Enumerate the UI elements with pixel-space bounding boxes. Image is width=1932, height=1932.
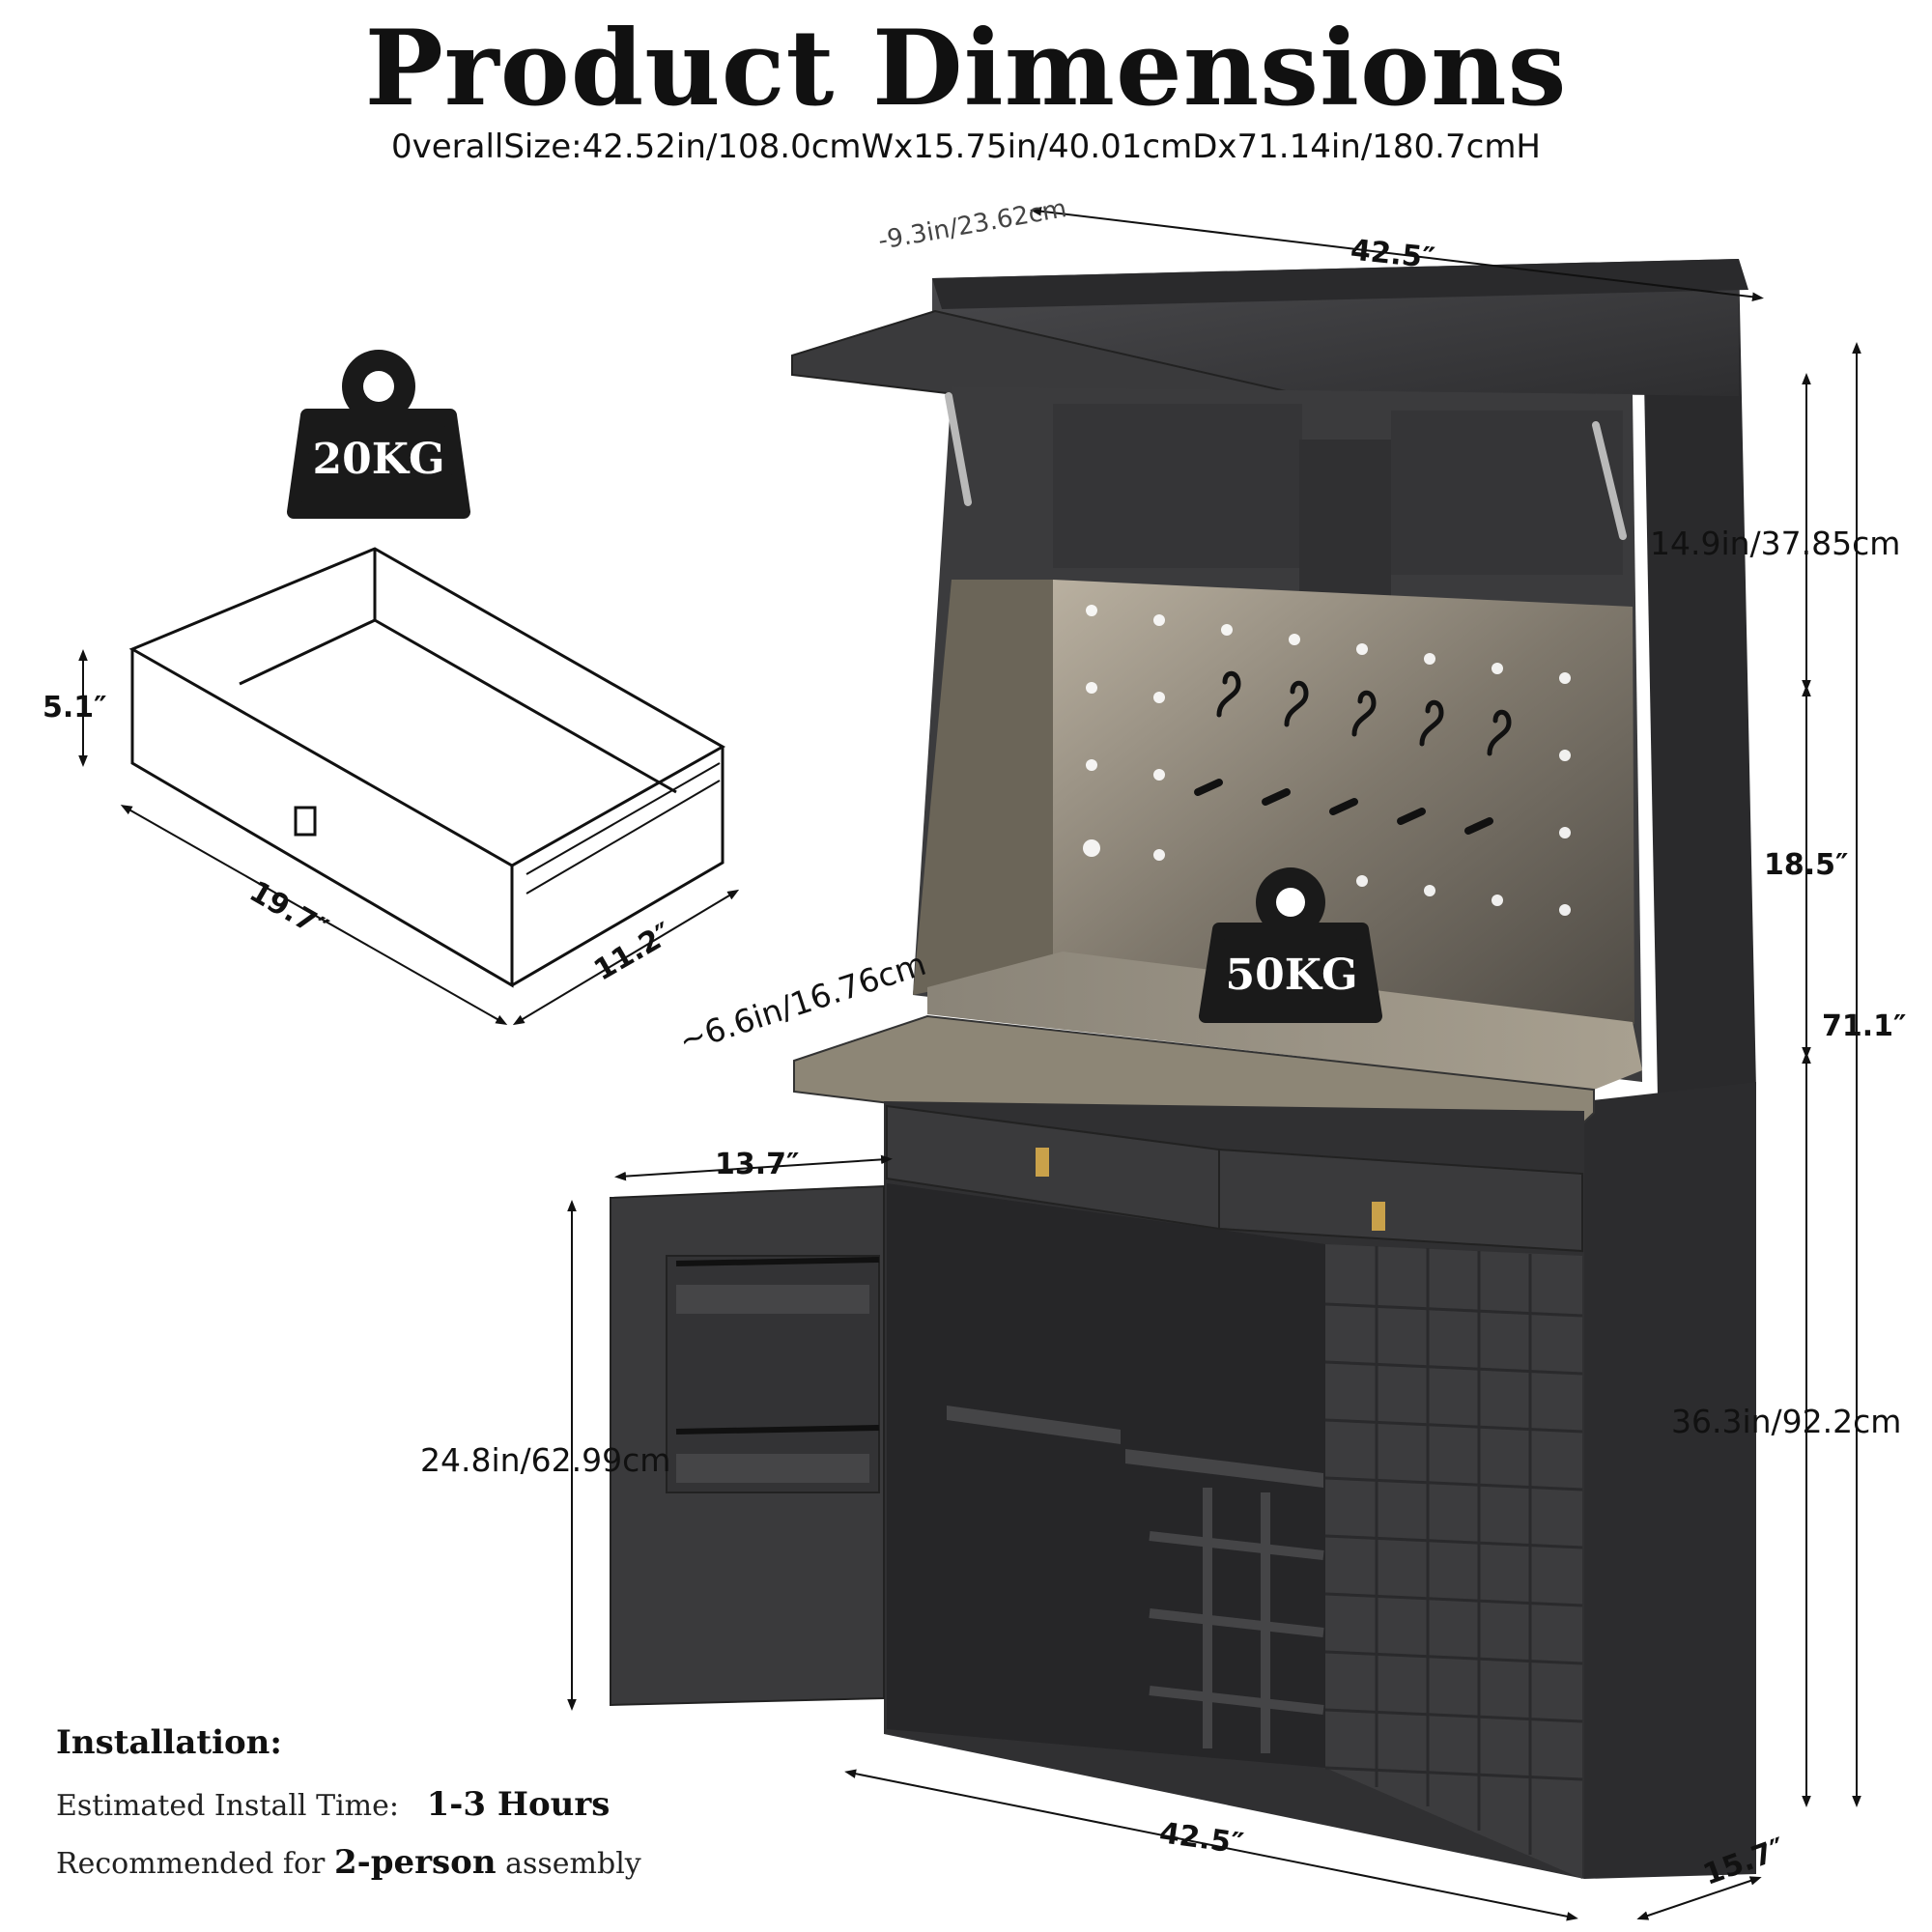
total-height-label: 71.1″ <box>1822 1009 1907 1043</box>
pegboard-hooks <box>1194 670 1512 835</box>
upper-compartment-height-label: 14.9in/37.85cm <box>1650 525 1901 562</box>
install-time-label: Estimated Install Time: <box>56 1789 399 1823</box>
recommend-prefix: Recommended for <box>56 1847 326 1881</box>
install-time-line: Estimated Install Time: 1-3 Hours <box>56 1785 610 1824</box>
drawer-weight-icon <box>287 350 470 519</box>
cabinet-illustration <box>610 259 1756 1879</box>
install-recommend-line: Recommended for 2-person assembly <box>56 1843 641 1882</box>
gas-struts <box>945 392 1627 540</box>
shelf-weight-icon <box>1199 867 1382 1023</box>
pegboard-height-label: 18.5″ <box>1764 848 1849 882</box>
recommend-suffix: assembly <box>505 1847 641 1881</box>
drawer-dimension-lines <box>78 649 740 1026</box>
overall-size: 0verallSize:42.52in/108.0cmWx15.75in/40.… <box>390 128 1542 166</box>
drawer-height-label: 5.1″ <box>43 691 107 724</box>
base-height-label: 36.3in/92.2cm <box>1671 1403 1902 1440</box>
shelf-weight-label: 50KG <box>1225 951 1358 1000</box>
drawer-weight-label: 20KG <box>312 435 445 484</box>
installation-heading: Installation: <box>56 1723 282 1762</box>
cabinet-dimension-lines <box>567 206 1861 1921</box>
door-width-label: 13.7″ <box>715 1148 800 1181</box>
drawer-outline <box>128 547 726 988</box>
door-height-label: 24.8in/62.99cm <box>420 1441 671 1479</box>
page-title: Product Dimensions <box>364 8 1568 129</box>
pegboard-holes <box>1083 605 1571 916</box>
install-time-value: 1-3 Hours <box>426 1785 611 1824</box>
wine-rack <box>1149 1488 1324 1753</box>
recommend-value: 2-person <box>333 1843 497 1882</box>
